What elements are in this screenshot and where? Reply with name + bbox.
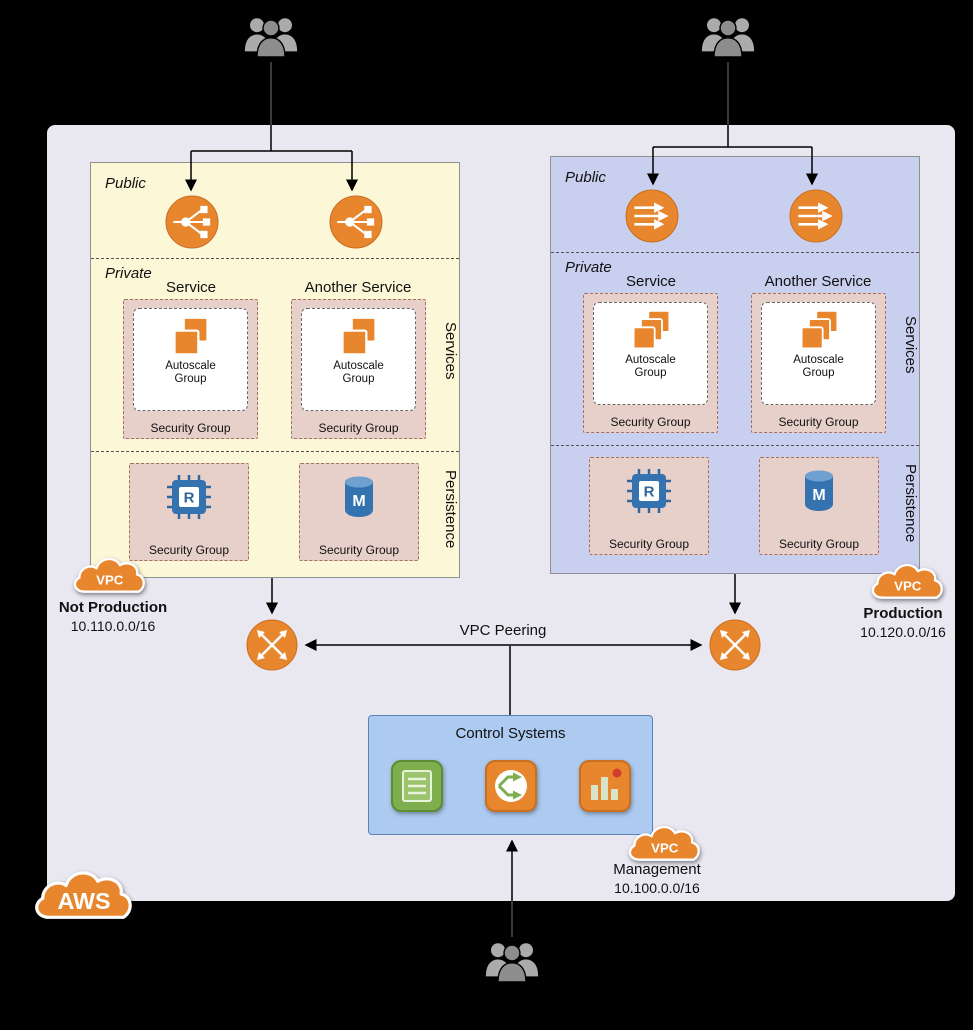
security-group: M Security Group [299, 463, 419, 561]
public-zone-label: Public [565, 169, 606, 186]
vpc-router-icon [709, 619, 761, 671]
svg-text:R: R [644, 484, 655, 501]
public-private-divider [551, 252, 919, 253]
database-icon: M [335, 473, 383, 521]
service-title: Another Service [304, 279, 412, 296]
vpc-name: Not Production [58, 599, 168, 616]
autoscale-instances-icon [797, 309, 841, 353]
vpc-cloud-icon: VPC [625, 816, 703, 866]
security-group-label: Security Group [318, 543, 400, 557]
autoscale-group: Autoscale Group [133, 308, 248, 411]
autoscale-group-label: Autoscale Group [333, 360, 384, 386]
security-group-label: Security Group [608, 537, 690, 551]
autoscale-group: Autoscale Group [761, 302, 876, 405]
service-title: Service [165, 279, 217, 296]
public-private-divider [91, 258, 459, 259]
security-group: R Security Group [129, 463, 249, 561]
cache-node-icon: R [165, 473, 213, 521]
public-zone-label: Public [105, 175, 146, 192]
control-systems-box: Control Systems [368, 715, 653, 835]
autoscale-instances-icon [629, 309, 673, 353]
vpc-cidr: 10.100.0.0/16 [614, 880, 700, 896]
autoscale-group: Autoscale Group [301, 308, 416, 411]
control-systems-title: Control Systems [455, 725, 566, 742]
cache-node-icon: R [625, 467, 673, 515]
private-zone-label: Private [565, 259, 612, 276]
services-section-label: Services [442, 322, 459, 380]
autoscale-group-label: Autoscale Group [793, 354, 844, 380]
vpc-not-production: Public [90, 162, 460, 578]
svg-text:VPC: VPC [894, 579, 922, 594]
security-group: Autoscale Group Security Group [123, 299, 258, 439]
database-icon: M [795, 467, 843, 515]
security-group-label: Security Group [318, 421, 399, 435]
services-section-label: Services [902, 316, 919, 374]
aws-cloud-icon: AWS [30, 858, 136, 919]
monitoring-chart-icon [579, 760, 631, 812]
vpc-peering-label: VPC Peering [459, 622, 547, 639]
load-balancer-icon [165, 195, 219, 249]
autoscale-group: Autoscale Group [593, 302, 708, 405]
autoscale-group-label: Autoscale Group [165, 360, 216, 386]
services-persistence-divider [551, 445, 919, 446]
svg-text:M: M [812, 487, 825, 504]
vpc-cidr: 10.120.0.0/16 [860, 624, 946, 640]
vpc-router-icon [246, 619, 298, 671]
load-balancer-icon [329, 195, 383, 249]
users-group-icon [700, 14, 756, 62]
svg-text:VPC: VPC [96, 573, 124, 588]
security-group: Autoscale Group Security Group [291, 299, 426, 439]
vpc-name: Management [613, 861, 701, 878]
autoscale-instances-icon [337, 315, 381, 359]
security-group: Autoscale Group Security Group [583, 293, 718, 433]
config-rules-icon [391, 760, 443, 812]
service-title: Another Service [764, 273, 872, 290]
svg-text:R: R [184, 490, 195, 507]
security-group: Autoscale Group Security Group [751, 293, 886, 433]
security-group-label: Security Group [778, 415, 859, 429]
load-balancer-icon [625, 189, 679, 243]
private-zone-label: Private [105, 265, 152, 282]
services-persistence-divider [91, 451, 459, 452]
load-balancer-icon [789, 189, 843, 243]
svg-text:VPC: VPC [651, 841, 679, 856]
autoscale-instances-icon [169, 315, 213, 359]
security-group-label: Security Group [778, 537, 860, 551]
security-group: R Security Group [589, 457, 709, 555]
security-group-label: Security Group [148, 543, 230, 557]
security-group-label: Security Group [150, 421, 231, 435]
vpc-production: Public [550, 156, 920, 574]
vpc-name: Production [863, 605, 943, 622]
service-title: Service [625, 273, 677, 290]
users-group-icon [484, 939, 540, 987]
svg-text:M: M [352, 493, 365, 510]
vpc-cloud-icon: VPC [70, 548, 148, 598]
vpc-cloud-icon: VPC [868, 554, 946, 604]
security-group: M Security Group [759, 457, 879, 555]
users-group-icon [243, 14, 299, 62]
vpc-cidr: 10.110.0.0/16 [70, 618, 156, 634]
persistence-section-label: Persistence [902, 463, 919, 543]
autoscale-group-label: Autoscale Group [625, 354, 676, 380]
workflow-icon [485, 760, 537, 812]
security-group-label: Security Group [610, 415, 691, 429]
persistence-section-label: Persistence [442, 469, 459, 549]
svg-text:AWS: AWS [58, 888, 111, 914]
